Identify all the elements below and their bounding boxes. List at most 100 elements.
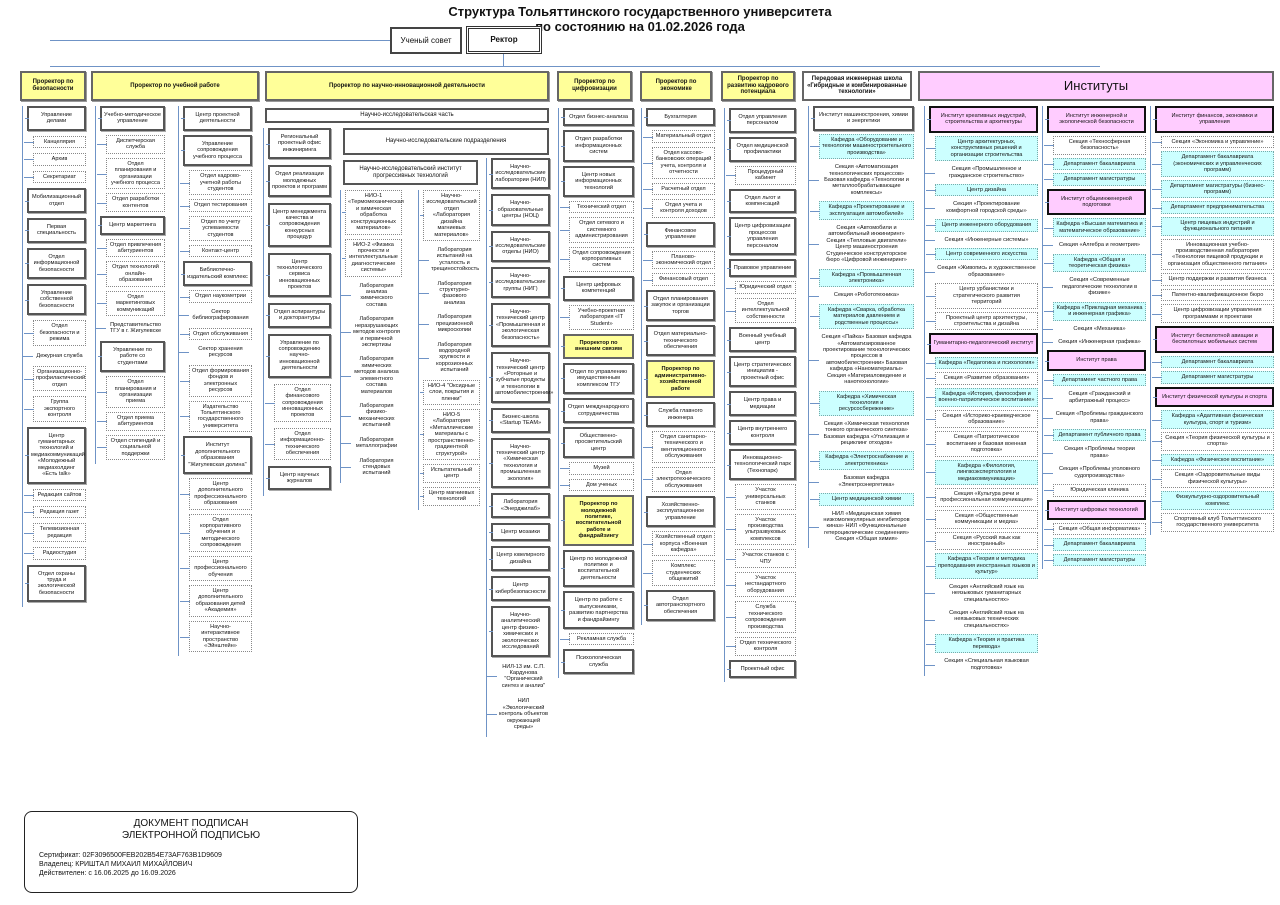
org-unit-box: Отдел бизнес-анализа	[561, 108, 634, 127]
org-unit-box: Военный учебный центр	[727, 327, 796, 353]
org-unit-box: Кафедра «Филология, лингвоэкспертология …	[926, 459, 1038, 485]
org-unit-box: Секция «Русский язык как иностранный»	[926, 531, 1038, 551]
org-unit-box: Центр гуманитарных технологий и медиаком…	[25, 426, 86, 484]
advanced-engineering-school: Передовая инженерная школа «Гибридные и …	[802, 71, 912, 101]
signature-heading-1: ДОКУМЕНТ ПОДПИСАН	[133, 818, 249, 829]
org-unit-box: НИО-4 "Оксидные слои, покрытия и пленки"	[420, 379, 480, 405]
org-unit-box: Спортивный клуб Тольяттинского государст…	[1152, 512, 1274, 532]
org-unit-box: Отдел управления персоналом	[727, 108, 796, 133]
org-unit-box: Секция «Промышленное и гражданское строи…	[925, 164, 1038, 181]
institute-box: Институт инженерной и экологической безо…	[1045, 106, 1146, 133]
org-unit-box: Секция «Английский язык на неязыковых те…	[925, 607, 1038, 632]
org-unit-box: Телевизионная редакция	[24, 523, 86, 543]
org-unit-box: Департамент публичного права	[1044, 428, 1146, 442]
org-unit-box: Редакция газет	[24, 505, 86, 519]
org-unit-box: Секретариат	[24, 170, 86, 184]
stack-sci4: Научно-исследовательские лаборатории (НИ…	[486, 158, 553, 738]
org-unit-box: Группа экспортного контроля	[24, 396, 86, 422]
org-unit-box: Лаборатория испытаний на усталость и тре…	[419, 244, 480, 275]
org-unit-box: Департамент предпринимательства	[1152, 201, 1274, 214]
org-unit-box: Кафедра «Теория и практика перевода»	[926, 634, 1038, 654]
stack-sci3: Научно-исследовательский отдел «Лаборато…	[418, 190, 480, 510]
org-unit-box: Проектный офис	[727, 659, 796, 679]
org-unit-box: Центр пищевых индустрий и функциональног…	[1152, 216, 1274, 236]
org-unit-box: Участок универсальных станков	[726, 484, 796, 510]
org-unit-box: Лаборатория физико-механических испытани…	[341, 400, 402, 431]
org-unit-box: Секция «Английский язык на неязыковых гу…	[925, 581, 1038, 605]
vice-rector-box: Проректор по внешним связям	[561, 334, 634, 359]
org-unit-box: Секция «Специальная языковая подготовка»	[925, 656, 1038, 673]
org-unit-box: Центр современного искусства	[926, 248, 1038, 261]
org-unit-box: Базовая кафедра «Электроэнергетика»	[809, 473, 914, 491]
org-unit-box: Центр маркетинга	[98, 216, 165, 235]
org-unit-box: Сектор хранения ресурсов	[179, 344, 252, 361]
org-unit-box: Кафедра «История, философия и военно-пат…	[926, 387, 1038, 407]
org-unit-box: Центр стратегических инициатив - проектн…	[727, 356, 796, 388]
org-unit-box: Отдел учета и контроля доходов	[643, 198, 715, 218]
org-unit-box: НИО-5 «Лаборатория «Металлические матери…	[420, 408, 480, 460]
org-unit-box: Департамент бакалавриата	[1152, 355, 1274, 369]
org-unit-box: Секция «Проблемы теории права»	[1043, 444, 1146, 462]
org-unit-box: Секция «Механика»	[1043, 323, 1146, 335]
org-unit-box: Секция «Техносферная безопасность»	[1044, 135, 1146, 155]
org-unit-box: Управление сопровождения учебного процес…	[181, 134, 252, 167]
stack-inst3: Институт финансов, экономики и управлени…	[1150, 106, 1274, 535]
org-unit-box: Кафедра «Промышленная электроника»	[810, 268, 914, 288]
org-unit-box: Секция «Автоматизация технологических пр…	[809, 162, 914, 199]
org-unit-box: Материальный отдел	[643, 130, 715, 143]
org-unit-box: Отдел безопасности и режима	[24, 320, 86, 346]
org-unit-box: Финансовый отдел	[643, 273, 715, 286]
org-unit-box: Лаборатория химических методов анализа э…	[341, 354, 402, 397]
org-unit-box: Бухгалтерия	[644, 108, 715, 127]
institute-box: Институт права	[1045, 350, 1146, 371]
org-unit-box: Отдел электротехнического обслуживания	[643, 466, 715, 492]
org-unit-box: Лаборатория «Энерджилаб»	[489, 493, 550, 518]
org-unit-box: Кафедра «Физическое воспитание»	[1152, 453, 1274, 467]
org-unit-box: Центр инженерного оборудования	[926, 219, 1038, 232]
org-unit-box: Дом ученых	[560, 478, 634, 492]
title-line-2: по состоянию на 01.02.2026 года	[535, 19, 745, 34]
org-unit-box: Правовое управление	[727, 259, 796, 278]
org-unit-box: Представительство ТГУ в г. Жигулевске	[96, 320, 165, 337]
org-unit-box: Центр научных журналов	[266, 465, 331, 491]
org-unit-box: Секция «Проектирование комфортной городс…	[925, 199, 1038, 217]
stack-inst2: Институт инженерной и экологической безо…	[1042, 106, 1146, 570]
stack-inst1: Институт креативных индустрий, строитель…	[924, 106, 1038, 676]
org-unit-box: Контакт-центр	[180, 245, 252, 258]
org-unit-box: Секция «Гражданский и арбитражный процес…	[1043, 389, 1146, 407]
org-unit-box: Инновационная учебно-производственная ла…	[1152, 238, 1274, 271]
org-unit-box: Секция «Общественные коммуникации и меди…	[926, 509, 1038, 529]
org-unit-box: Центр технологического сервиса инновацио…	[266, 252, 331, 297]
org-unit-box: Секция «Алгебра и геометрия»	[1043, 240, 1146, 251]
institute-box: Институт финансов, экономики и управлени…	[1153, 106, 1274, 133]
org-unit-box: Центр профессионального обучения	[180, 555, 252, 581]
institute-box: Гуманитарно-педагогический институт	[927, 333, 1038, 354]
org-unit-box: Отдел тестирования	[180, 199, 252, 212]
org-unit-box: Отдел приема абитуриентов	[97, 411, 165, 431]
org-unit-box: Отдел кассово-банковских операций учета,…	[643, 146, 715, 179]
org-unit-box: Отдел технологий онлайн-образования	[97, 261, 165, 287]
org-unit-box: Отдел разработки контентов	[97, 193, 165, 213]
org-unit-box: Центр по работе с выпускниками, развитию…	[561, 591, 634, 629]
org-unit-box: НИО-2 «Физика прочности и интеллектуальн…	[342, 238, 402, 277]
org-unit-box: Финансовое управление	[644, 221, 715, 247]
org-unit-box: Управление по сопровождению научно-иннов…	[266, 333, 331, 378]
org-unit-box: Кафедра «Общая и теоретическая физика»	[1044, 253, 1146, 273]
org-unit-box: Отдел автотранспортного обеспечения	[644, 589, 715, 621]
vice-rector-box: Проректор по административно-хозяйственн…	[644, 360, 715, 399]
org-unit-box: Центр ювелирного дизайна	[489, 546, 550, 572]
org-unit-box: Отдел медицинской профилактики	[727, 136, 796, 162]
org-unit-box: Лаборатория металлографии	[341, 434, 402, 452]
org-unit-box: Отдел по управлению имущественным компле…	[561, 362, 634, 395]
org-unit-box: Отдел информационной безопасности	[25, 247, 86, 280]
stack-sci2: НИО-1 «Термомеханическая и химическая об…	[340, 190, 404, 483]
nii-banner: Научно-исследовательский институт прогре…	[343, 160, 478, 185]
title-line-1: Структура Тольяттинского государственног…	[448, 4, 832, 19]
org-unit-box: Процедурный кабинет	[726, 165, 796, 185]
org-unit-box: Центр новых информационных технологий	[561, 165, 634, 197]
org-unit-box: Проектный центр архитектуры, строительст…	[926, 311, 1038, 331]
org-unit-box: Отдел маркетинговых коммуникаций	[97, 290, 165, 317]
org-unit-box: Комплекс студенческих общежитий	[643, 560, 715, 586]
